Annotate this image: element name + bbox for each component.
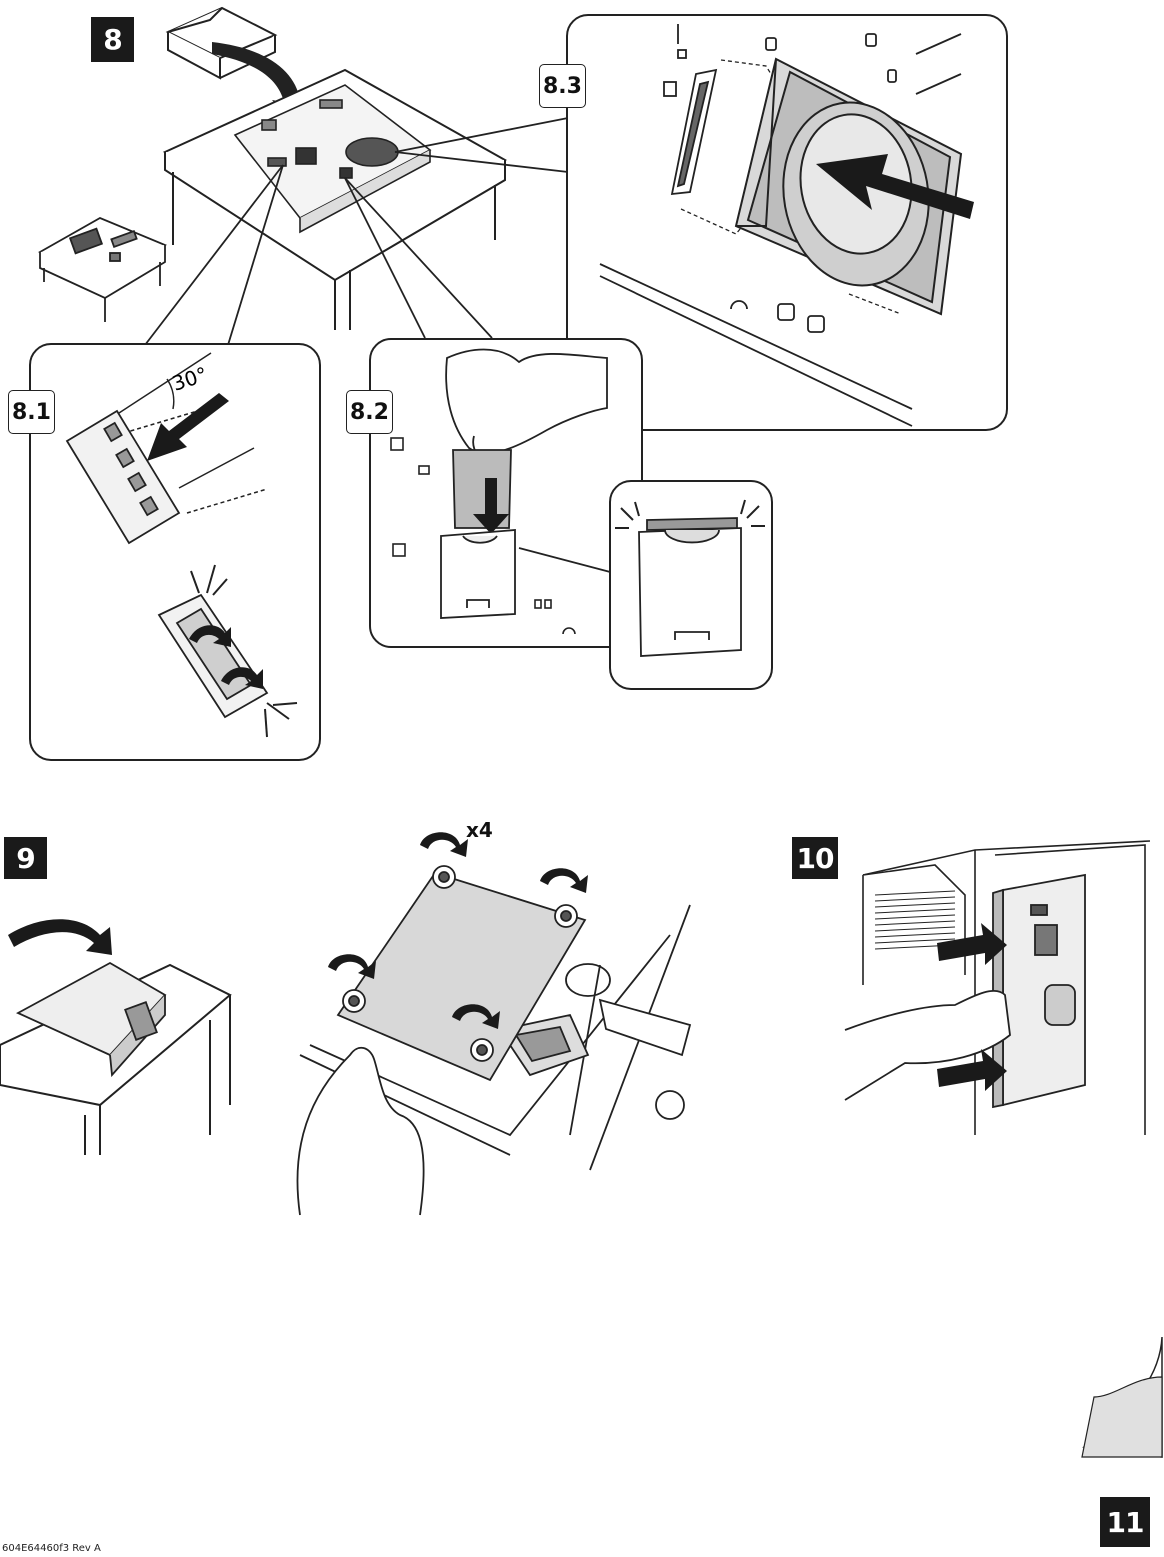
card-insert-illustration (369, 338, 639, 644)
memory-illustration: 30° (29, 343, 317, 757)
substep-8-1-label: 8.1 (8, 390, 55, 434)
hand-icon (297, 1048, 423, 1215)
next-page-arrow-icon[interactable]: 11 (1100, 1497, 1150, 1547)
angle-label: 30° (169, 362, 210, 396)
screw-count-label: x4 (466, 818, 493, 842)
step-9-left-illustration (0, 905, 240, 1155)
arrow-icon (147, 393, 229, 461)
card-seated-illustration (609, 480, 769, 686)
circuit-board-icon (993, 875, 1085, 1107)
hand-icon (446, 350, 607, 462)
small-table-icon (40, 218, 165, 322)
page-curl (1074, 1337, 1164, 1457)
document-code: 604E64460f3 Rev A (2, 1543, 101, 1554)
step-10-illustration (845, 835, 1155, 1135)
step-9-badge: 9 (4, 837, 47, 879)
substep-8-2-label: 8.2 (346, 390, 393, 434)
card-slot-icon (441, 530, 515, 618)
substep-8-3-label: 8.3 (539, 64, 586, 108)
step-9-screws-illustration (270, 815, 710, 1215)
arrow-icon (8, 919, 112, 955)
memory-module-seated-icon (159, 595, 267, 717)
step-10-badge: 10 (792, 837, 838, 879)
